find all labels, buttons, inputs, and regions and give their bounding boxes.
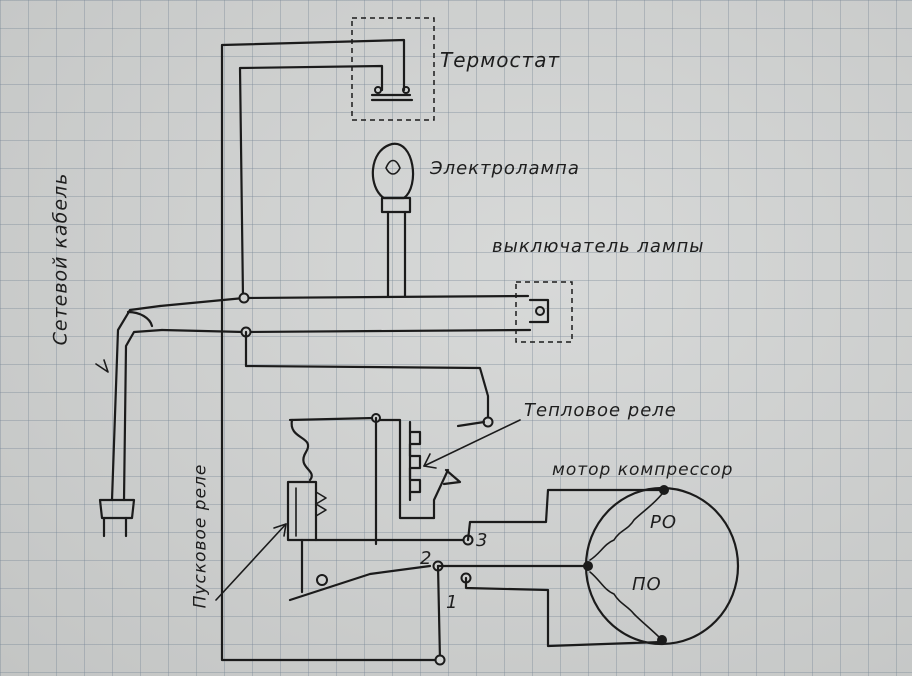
motor-wire-run xyxy=(466,488,666,542)
thermostat-symbol xyxy=(351,17,435,121)
lamp-switch-label: выключатель лампы xyxy=(492,236,705,257)
thermal-relay-symbol xyxy=(374,418,486,520)
power-cable-label: Сетевой кабель xyxy=(49,172,72,346)
bus-wire-top xyxy=(158,294,530,308)
motor-label: мотор компрессор xyxy=(552,460,734,480)
thermostat-label: Термостат xyxy=(440,48,561,72)
winding-start-label: ПО xyxy=(632,574,662,595)
start-relay-label: Пусковое реле xyxy=(190,463,211,609)
thermal-relay-arrow xyxy=(423,419,521,467)
motor-compressor-symbol xyxy=(583,485,740,646)
junction-top xyxy=(238,292,250,304)
lamp-symbol xyxy=(371,142,415,298)
terminal-3-label: 3 xyxy=(476,530,489,551)
thermostat-wire-inner xyxy=(238,64,384,300)
terminal-2-label: 2 xyxy=(420,548,433,569)
bus-wire-bottom xyxy=(160,328,532,334)
start-relay-symbol xyxy=(286,413,472,602)
motor-wire-start xyxy=(464,576,664,648)
lamp-switch-symbol xyxy=(515,281,573,343)
power-cable-symbol xyxy=(95,304,164,538)
winding-run-label: РО xyxy=(650,512,678,533)
thermal-relay-feed xyxy=(244,330,490,422)
start-relay-arrow xyxy=(215,523,287,601)
lamp-label: Электролампа xyxy=(430,158,580,179)
thermal-relay-label: Тепловое реле xyxy=(524,400,677,421)
terminal-1-label: 1 xyxy=(446,592,459,613)
neutral-wire xyxy=(436,564,442,662)
thermostat-wire-outer xyxy=(220,38,442,662)
bottom-junction xyxy=(434,654,446,666)
